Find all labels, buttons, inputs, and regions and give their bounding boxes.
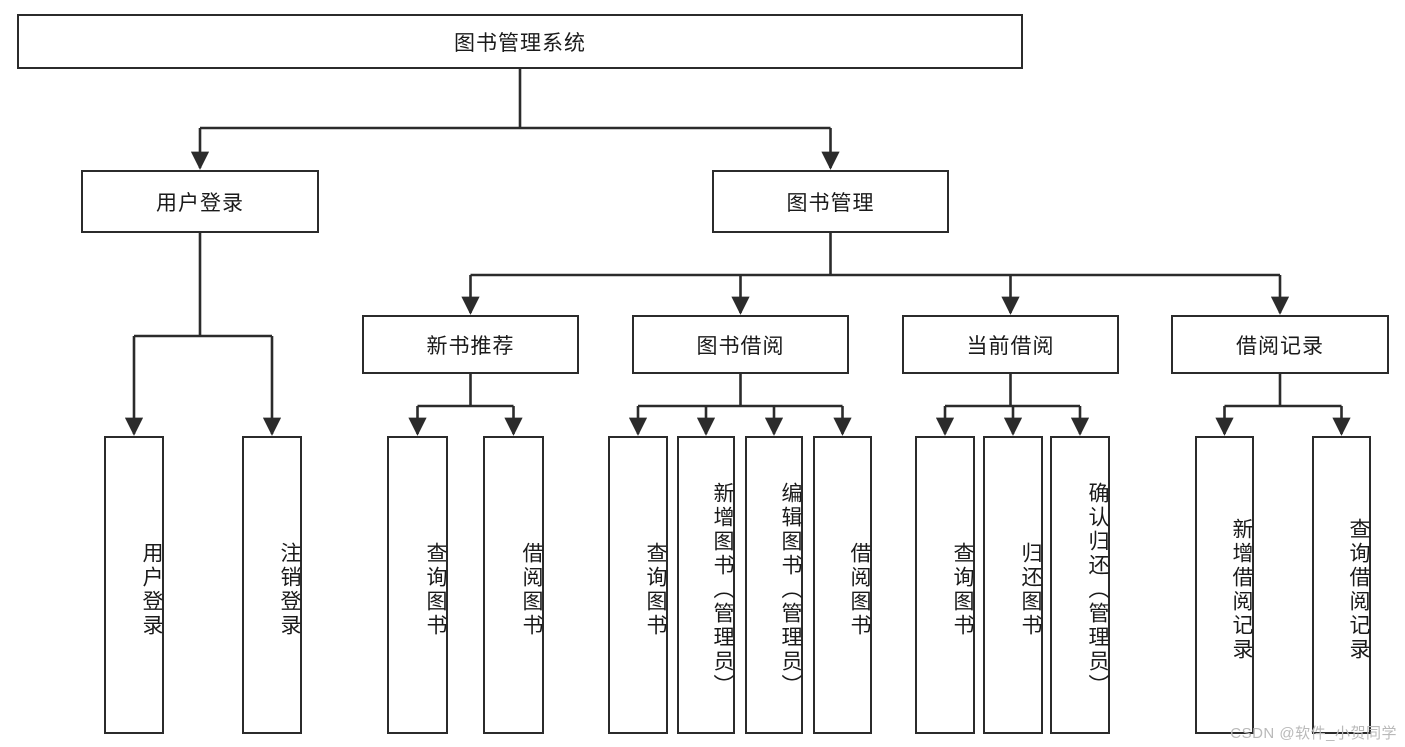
leaf-record-add-borrow-record[interactable]: 新增借阅记录 [1195,436,1254,734]
node-label: 新增借阅记录 [1230,518,1253,662]
leaf-current-return-books[interactable]: 归还图书 [983,436,1043,734]
leaf-user-logout[interactable]: 注销登录 [242,436,302,734]
watermark: CSDN @软件_小贺同学 [1230,725,1397,742]
node-label: 用户登录 [156,191,244,215]
node-borrow-record[interactable]: 借阅记录 [1171,315,1389,374]
node-book-management-module[interactable]: 图书管理 [712,170,949,233]
leaf-borrow-query-books[interactable]: 查询图书 [608,436,668,734]
node-label: 新书推荐 [426,334,515,358]
node-label: 查询图书 [951,542,974,638]
node-label: 借阅记录 [1236,334,1324,358]
leaf-borrow-add-book-admin[interactable]: 新增图书（管理员） [677,436,735,734]
leaf-newbook-query-books[interactable]: 查询图书 [387,436,448,734]
node-label: 新增图书（管理员） [711,482,734,698]
node-label: 归还图书 [1019,542,1042,638]
node-label: 查询图书 [644,542,667,638]
node-label: 用户登录 [140,542,163,638]
node-label: 借阅图书 [848,542,871,638]
leaf-record-query-borrow-record[interactable]: 查询借阅记录 [1312,436,1371,734]
node-current-borrow[interactable]: 当前借阅 [902,315,1119,374]
node-label: 确认归还（管理员） [1086,482,1109,698]
leaf-user-login[interactable]: 用户登录 [104,436,164,734]
node-label: 当前借阅 [966,334,1055,358]
node-label: 注销登录 [278,542,301,638]
node-label: 图书管理 [786,191,875,215]
node-label: 图书管理系统 [454,31,586,55]
leaf-borrow-borrow-books[interactable]: 借阅图书 [813,436,872,734]
node-label: 编辑图书（管理员） [779,482,802,698]
leaf-current-confirm-return-admin[interactable]: 确认归还（管理员） [1050,436,1110,734]
leaf-current-query-books[interactable]: 查询图书 [915,436,975,734]
node-label: 图书借阅 [696,334,785,358]
node-root[interactable]: 图书管理系统 [17,14,1023,69]
node-label: 查询图书 [424,542,447,638]
node-new-book-recommend[interactable]: 新书推荐 [362,315,579,374]
leaf-newbook-borrow-books[interactable]: 借阅图书 [483,436,544,734]
node-book-borrow[interactable]: 图书借阅 [632,315,849,374]
node-user-login-module[interactable]: 用户登录 [81,170,319,233]
node-label: 借阅图书 [520,542,543,638]
node-label: 查询借阅记录 [1347,518,1370,662]
leaf-borrow-edit-book-admin[interactable]: 编辑图书（管理员） [745,436,803,734]
